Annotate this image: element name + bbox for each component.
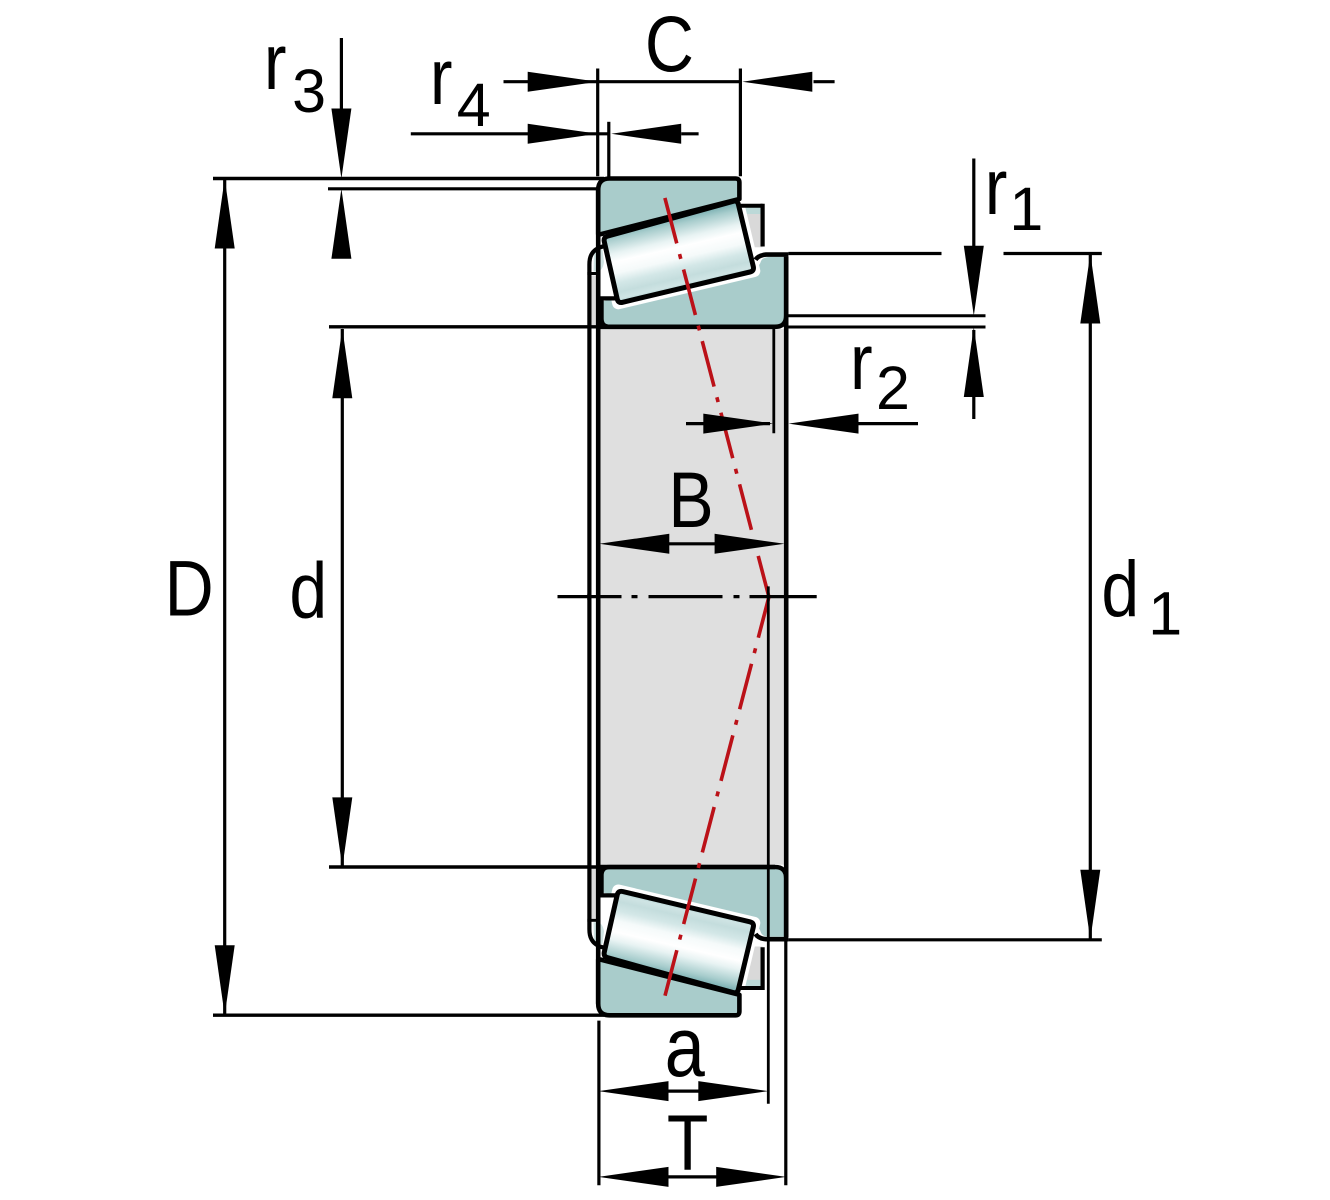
svg-text:T: T (667, 1098, 708, 1187)
svg-text:r: r (430, 32, 453, 121)
svg-text:d: d (289, 546, 327, 635)
svg-text:1: 1 (1148, 579, 1182, 647)
svg-text:D: D (165, 544, 214, 633)
svg-text:C: C (645, 0, 694, 88)
svg-text:1: 1 (1009, 175, 1043, 243)
svg-text:r: r (850, 317, 873, 406)
svg-text:3: 3 (292, 57, 326, 125)
svg-text:4: 4 (457, 71, 491, 139)
svg-text:B: B (668, 455, 713, 544)
svg-text:a: a (665, 1000, 706, 1094)
svg-text:r: r (264, 17, 287, 106)
svg-text:2: 2 (876, 354, 910, 422)
svg-text:r: r (985, 142, 1008, 231)
svg-text:d: d (1101, 544, 1139, 633)
